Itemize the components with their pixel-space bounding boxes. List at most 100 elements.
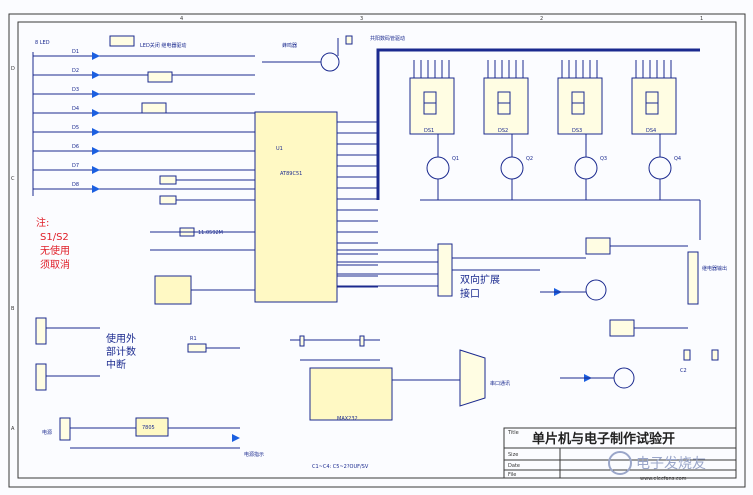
- relay-output-header: [687, 251, 699, 305]
- buzzer-label: 蜂鸣器: [282, 42, 297, 49]
- led-row: D5: [33, 125, 255, 136]
- expand-port-label-2: 接口: [460, 287, 480, 300]
- led-icon: [92, 71, 100, 79]
- db9-connector: [459, 349, 486, 407]
- serial-label: 串口通讯: [490, 380, 510, 387]
- led-ref: D5: [72, 125, 79, 131]
- voltage-regulator: [135, 417, 169, 437]
- digit-ref: DS1: [424, 128, 434, 134]
- digit-ref: DS3: [572, 128, 582, 134]
- buzzer-icon: [345, 35, 353, 45]
- grid-row-d: D: [11, 66, 15, 72]
- led-ref: D8: [72, 182, 79, 188]
- digit-ref: DS4: [646, 128, 656, 134]
- cap-c1: [683, 349, 691, 361]
- led-row: D6: [33, 144, 255, 155]
- size-row-label: Size: [508, 452, 518, 458]
- crystal-label: 11.0592M: [198, 230, 223, 236]
- power-led-icon: [232, 434, 240, 442]
- display-bus: [376, 48, 700, 200]
- r1-label: R1: [190, 336, 197, 342]
- date-row-label: Date: [508, 463, 520, 469]
- relay-k2: [609, 319, 635, 337]
- led-ref: D1: [72, 49, 79, 55]
- expansion-header: [437, 243, 453, 297]
- grid-col-1: 1: [700, 16, 703, 22]
- grid-row-c: C: [11, 176, 15, 182]
- ext-int-label-2: 部计数: [106, 345, 136, 358]
- led-row: D3: [33, 87, 255, 98]
- digit-transistor: [500, 156, 524, 180]
- jumper-block-1: [109, 35, 135, 47]
- watermark-brand: 电子发烧友: [636, 456, 706, 472]
- watermark: 电子发烧友 www.elecfans.com: [608, 451, 706, 482]
- connector-j2: [35, 363, 47, 391]
- transistor-ref: Q1: [452, 156, 459, 162]
- buzzer-transistor: [320, 52, 340, 72]
- digit-transistor: [648, 156, 672, 180]
- resistor-r1: [187, 343, 207, 353]
- cap-c4: [359, 335, 365, 347]
- cap-c3: [299, 335, 305, 347]
- power-connector: [59, 417, 71, 441]
- note-line-1: 注:: [36, 216, 49, 229]
- watermark-logo-icon: [608, 451, 632, 475]
- led-group-label: 8 LED: [35, 40, 50, 46]
- grid-col-3: 3: [360, 16, 363, 22]
- led-ref: D4: [72, 106, 79, 112]
- led-icon: [92, 166, 100, 174]
- title-text: 单片机与电子制作试验开: [532, 431, 675, 447]
- note-line-3: 无使用: [40, 244, 70, 257]
- mcu-name: AT89C51: [280, 171, 302, 177]
- led-row: D7: [33, 163, 255, 174]
- relay-transistor-1: [585, 279, 607, 301]
- jumper-block-2: [147, 71, 173, 83]
- mcu-chip: [254, 111, 338, 303]
- led-row: D1: [33, 49, 255, 60]
- digit-transistor: [574, 156, 598, 180]
- led-icon: [92, 90, 100, 98]
- led-ref: D2: [72, 68, 79, 74]
- digit-body: [557, 77, 603, 135]
- switch-s2: [159, 195, 177, 205]
- note-line-2: S1/S2: [40, 232, 69, 243]
- cap-c2: [711, 349, 719, 361]
- watermark-url: www.elecfans.com: [640, 476, 687, 482]
- relay-out-label: 继电器输出: [702, 265, 727, 272]
- relay-transistor-2: [613, 367, 635, 389]
- sheet-inner-border: [17, 21, 737, 479]
- jumper-block-3: [141, 102, 167, 114]
- note-line-4: 须取消: [40, 258, 70, 271]
- max232-chip: [309, 367, 393, 421]
- led-row: D8: [33, 182, 255, 193]
- c2-label: C2: [680, 368, 687, 374]
- grid-col-4: 4: [180, 16, 183, 22]
- led-icon: [92, 128, 100, 136]
- grid-row-a: A: [11, 426, 15, 432]
- led-icon: [92, 185, 100, 193]
- title-row-label: Title: [507, 430, 519, 436]
- sheet-border: [8, 13, 746, 488]
- grid-col-2: 2: [540, 16, 543, 22]
- led-ref: D3: [72, 87, 79, 93]
- relay-note: LED关闭 继电器驱动: [140, 42, 186, 49]
- led-icon: [92, 147, 100, 155]
- transistor-ref: Q4: [674, 156, 681, 162]
- power-led-label: 电源指示: [244, 451, 264, 458]
- digit-ref: DS2: [498, 128, 508, 134]
- ext-int-label-3: 中断: [106, 358, 126, 371]
- grid-row-b: B: [11, 306, 15, 312]
- led-icon: [92, 52, 100, 60]
- title-block: [503, 427, 737, 479]
- led-icon: [92, 109, 100, 117]
- led-ref: D7: [72, 163, 79, 169]
- digit-transistor: [426, 156, 450, 180]
- digit-body: [631, 77, 677, 135]
